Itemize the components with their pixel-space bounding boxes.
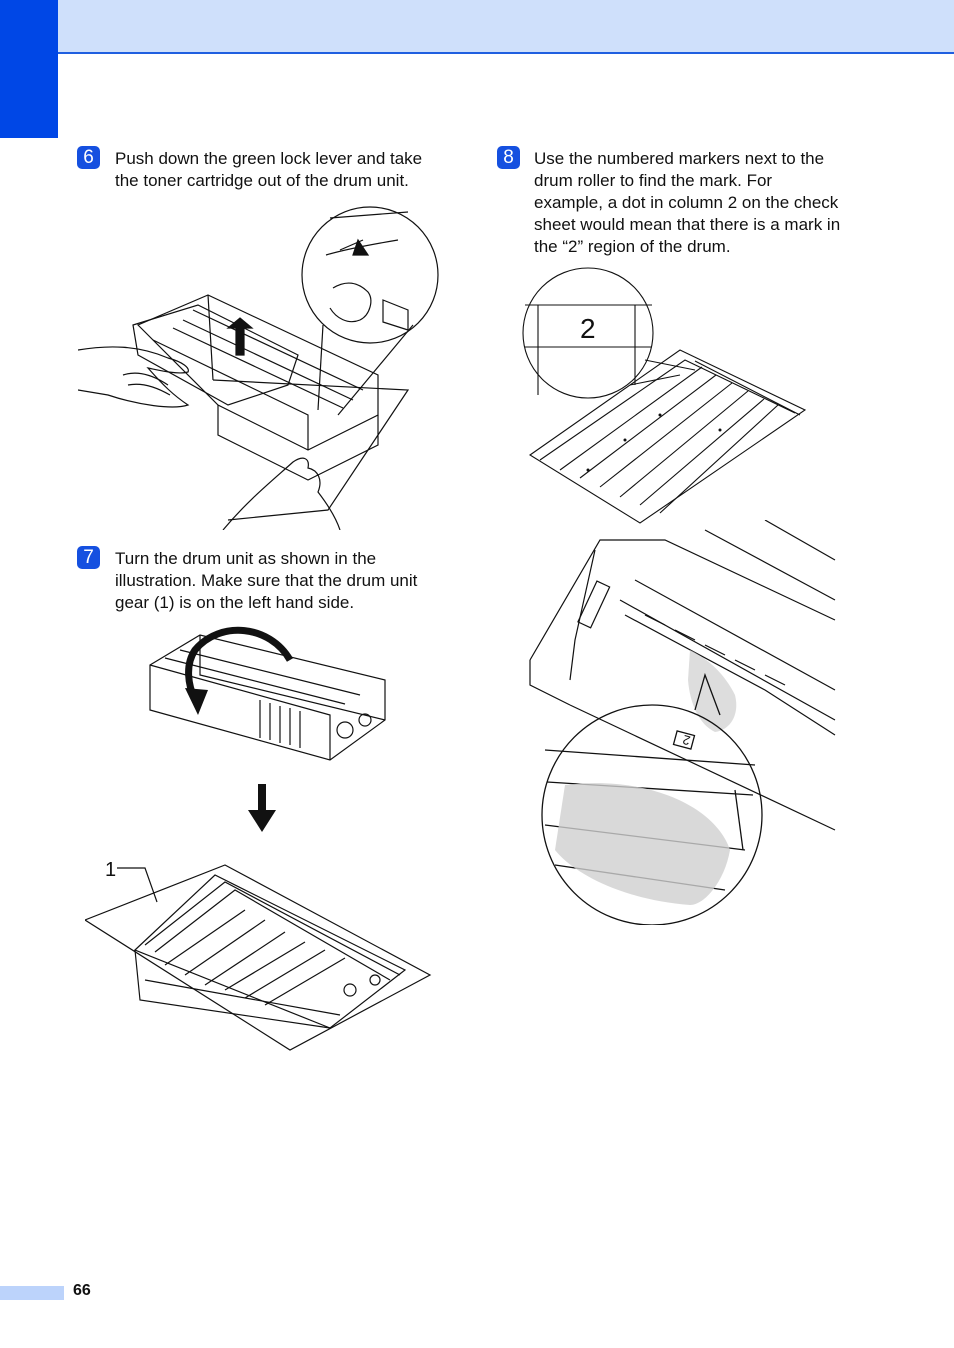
drum-marker-zoom-label: 2 bbox=[681, 732, 692, 748]
check-sheet-illustration: 2 bbox=[522, 267, 807, 524]
step-7-badge: 7 bbox=[77, 546, 100, 569]
step-7-text: Turn the drum unit as shown in the illus… bbox=[115, 548, 455, 614]
step-6-text: Push down the green lock lever and take … bbox=[115, 148, 455, 192]
drum-gear-illustration: 1 bbox=[85, 859, 432, 1051]
footer-bar bbox=[0, 1286, 64, 1300]
step-6-line-1: Push down the green lock lever and take bbox=[115, 149, 423, 168]
step-7-line-2: illustration. Make sure that the drum un… bbox=[115, 571, 418, 590]
step-8-line-3: example, a dot in column 2 on the check bbox=[534, 193, 839, 212]
check-sheet-zoom-label: 2 bbox=[580, 313, 596, 344]
drum-marker-illustration: 2 bbox=[529, 520, 836, 925]
step-8-line-5: the “2” region of the drum. bbox=[534, 237, 731, 256]
step-8-text: Use the numbered markers next to the dru… bbox=[534, 148, 874, 258]
step-8-badge: 8 bbox=[497, 146, 520, 169]
step-6-badge: 6 bbox=[77, 146, 100, 169]
step-8-line-4: sheet would mean that there is a mark in bbox=[534, 215, 841, 234]
remove-toner-illustration bbox=[78, 206, 439, 530]
step-8-line-2: drum roller to find the mark. For bbox=[534, 171, 773, 190]
page-number: 66 bbox=[73, 1282, 91, 1299]
turn-drum-illustration bbox=[149, 626, 386, 761]
step-7-line-3: gear (1) is on the left hand side. bbox=[115, 593, 355, 612]
drum-gear-callout-label: 1 bbox=[105, 859, 116, 881]
step-6-line-2: the toner cartridge out of the drum unit… bbox=[115, 171, 409, 190]
step-7-line-1: Turn the drum unit as shown in the bbox=[115, 549, 377, 568]
header-bar bbox=[58, 0, 954, 54]
chapter-tab bbox=[0, 0, 58, 138]
down-arrow-icon bbox=[248, 784, 276, 832]
step-8-line-1: Use the numbered markers next to the bbox=[534, 149, 825, 168]
